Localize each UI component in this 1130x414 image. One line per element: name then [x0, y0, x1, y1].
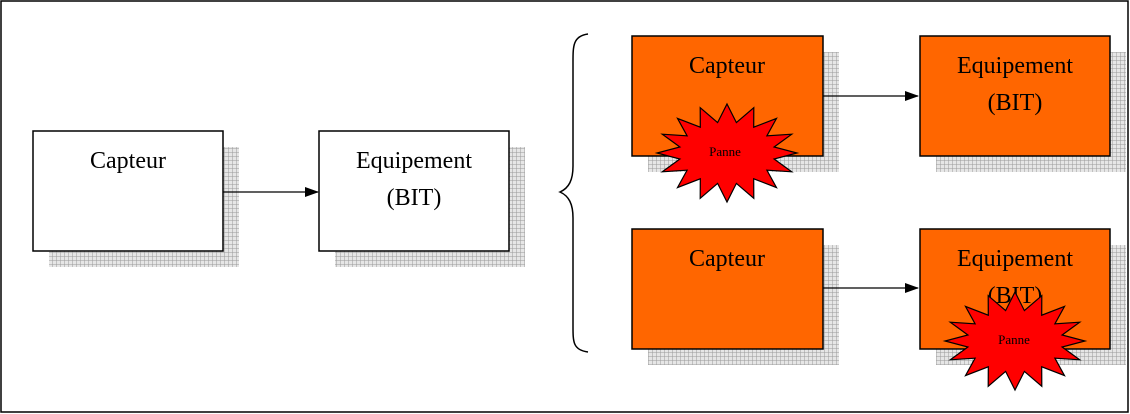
- top-fault-label: Panne: [709, 144, 741, 159]
- top-fault-burst-icon: [654, 102, 800, 204]
- top-equipment-box: Equipement (BIT): [919, 35, 1126, 172]
- left-sensor-body: [32, 130, 224, 252]
- top-equipment-body: [919, 35, 1111, 157]
- bottom-sensor-box: Capteur: [631, 228, 839, 365]
- bottom-fault-star: Panne: [942, 290, 1088, 392]
- bottom-sensor-body: [631, 228, 824, 350]
- bottom-fault-label: Panne: [998, 332, 1030, 347]
- left-equipment-label-1: Equipement: [356, 148, 472, 174]
- top-fault-star: Panne: [654, 102, 800, 204]
- top-sensor-label: Capteur: [689, 53, 765, 79]
- bottom-equipment-label-1: Equipement: [957, 246, 1073, 272]
- bottom-sensor-label: Capteur: [689, 246, 765, 272]
- curly-brace: [558, 33, 589, 353]
- bottom-fault-burst-icon: [942, 290, 1088, 392]
- top-equipment-label-1: Equipement: [957, 53, 1073, 79]
- left-equipment-label-2: (BIT): [387, 185, 442, 211]
- left-sensor-label: Capteur: [90, 148, 166, 174]
- top-equipment-label-2: (BIT): [988, 90, 1043, 116]
- left-equipment-body: [318, 130, 510, 252]
- left-equipment-box: Equipement (BIT): [318, 130, 525, 267]
- left-sensor-box: Capteur: [32, 130, 239, 267]
